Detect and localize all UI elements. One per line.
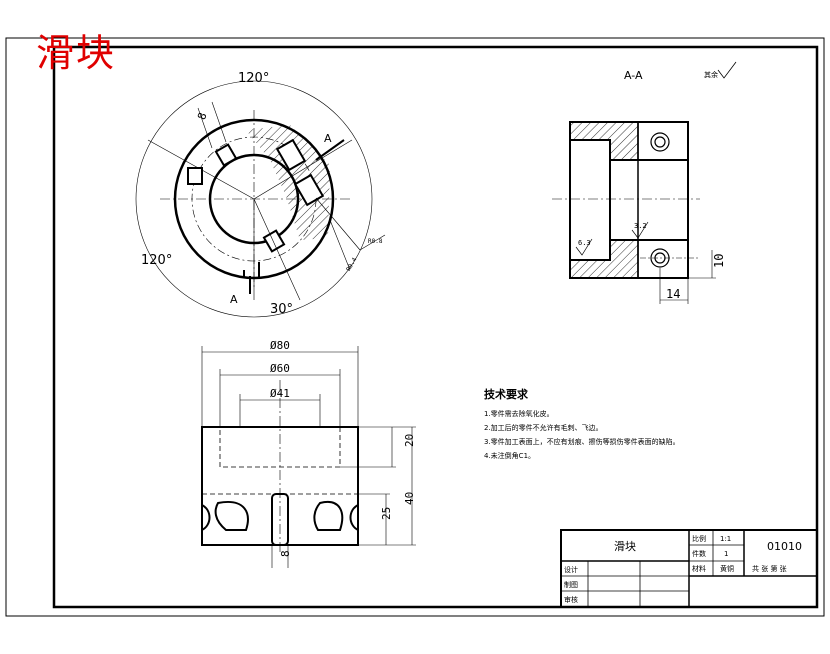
dim-10-label: 10	[712, 254, 726, 268]
dim-20-label: 20	[403, 434, 416, 447]
roughness-note: 其余	[704, 70, 718, 79]
tb-scale-value: 1:1	[720, 535, 731, 543]
top-view: 8 120° 120° 30° A A R0.8 R0.4	[135, 71, 386, 318]
section-label: A-A	[624, 69, 643, 82]
stamp-title: 滑块	[36, 31, 117, 75]
dim-8-ext-1	[197, 107, 213, 149]
tb-drawing-no: 01010	[767, 540, 802, 553]
dim-arc-circle	[135, 80, 373, 318]
tb-material-label: 材料	[692, 564, 706, 573]
cut-label-a-lower: A	[230, 293, 238, 306]
tb-material-value: 黄铜	[720, 564, 734, 573]
rough-leader-3	[329, 219, 351, 271]
angle-30-line	[253, 198, 301, 301]
angle-left-label: 120°	[141, 253, 172, 268]
tb-sheet-info: 共 张 第 张	[752, 564, 787, 573]
technical-notes: 技术要求 1.零件需去除氧化皮。 2.加工后的零件不允许有毛刺、飞边。 3.零件…	[484, 387, 680, 460]
cut-line-upper	[315, 139, 345, 161]
slot-top	[214, 143, 238, 167]
dim-14-label: 14	[666, 287, 680, 301]
rough-label-3-2: 3.2	[634, 222, 647, 230]
dim-8-front-label: 8	[279, 550, 292, 557]
note-item-2: 2.加工后的零件不允许有毛刺、飞边。	[484, 423, 603, 432]
rough-sym-6-3	[575, 238, 593, 256]
angle-top-label: 120°	[238, 71, 269, 86]
dim-25-label: 25	[380, 507, 393, 520]
inner-cavity	[569, 139, 611, 261]
slot-left	[187, 167, 203, 185]
tb-part-name: 滑块	[614, 540, 636, 553]
pin-top-outer	[650, 132, 670, 152]
slot-right-1	[275, 138, 307, 172]
angle-bottom-label: 30°	[270, 302, 293, 317]
rough-leader-2	[359, 234, 386, 251]
section-hatch-region	[246, 125, 330, 240]
slot-right-2	[293, 173, 325, 207]
note-item-1: 1.零件需去除氧化皮。	[484, 409, 554, 418]
rough-label-1: R0.8	[368, 238, 383, 245]
lobe-left	[214, 500, 249, 531]
rough-label-6-3: 6.3	[578, 239, 591, 247]
tb-draw-label: 制图	[564, 580, 578, 589]
dim-8-ext-2	[211, 101, 227, 143]
pin-top-inner	[654, 136, 666, 148]
tb-check-label: 审核	[564, 595, 578, 604]
note-item-3: 3.零件加工表面上，不应有划痕、擦伤等损伤零件表面的缺陷。	[484, 437, 680, 446]
front-view: Ø80 Ø60 Ø41 20 40 25 8	[201, 339, 416, 568]
tb-qty-label: 件数	[692, 549, 706, 558]
lobe-right	[313, 500, 344, 531]
title-block: 滑块 比例 1:1 件数 1 材料 黄铜 01010 共 张 第 张 设计 制图…	[560, 529, 818, 608]
note-item-4: 4.未注倒角C1。	[484, 451, 535, 460]
dim-80-label: Ø80	[270, 339, 290, 352]
outer-frame	[5, 37, 825, 617]
rough-leader-1	[315, 197, 361, 251]
dim-8-label: 8	[195, 111, 209, 122]
rough-sym-3-2	[631, 221, 649, 239]
tb-scale-label: 比例	[692, 534, 706, 543]
cut-label-a-upper: A	[324, 132, 332, 145]
dim-60-label: Ø60	[270, 362, 290, 375]
tb-design-label: 设计	[564, 565, 578, 574]
roughness-symbol	[717, 61, 737, 79]
lobe-edge-left	[201, 504, 211, 531]
section-view: A-A 其余 10 14 3.2 6.3	[552, 61, 737, 304]
notes-heading: 技术要求	[484, 387, 529, 401]
dim-40-label: 40	[403, 492, 416, 505]
inner-frame	[52, 45, 819, 609]
dim-41-label: Ø41	[270, 387, 290, 400]
tb-qty-value: 1	[724, 550, 728, 558]
lobe-edge-right	[349, 504, 359, 531]
rough-label-2: R0.4	[345, 256, 358, 272]
